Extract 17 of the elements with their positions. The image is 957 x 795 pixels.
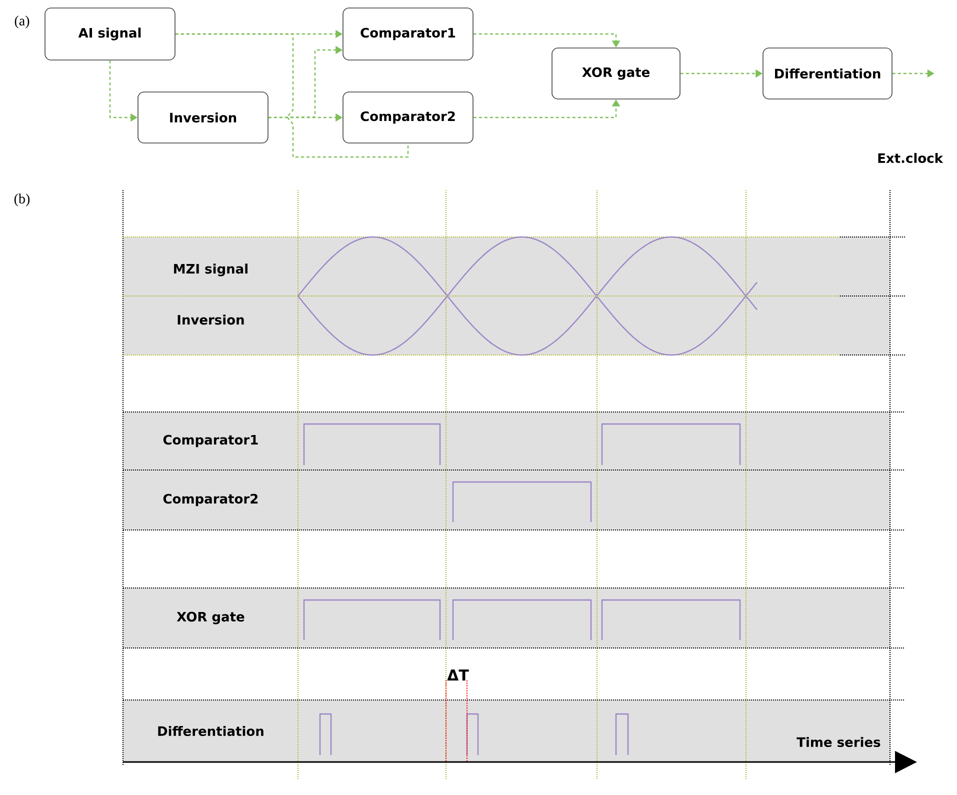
delay-label: ΔT xyxy=(447,670,469,680)
process-box: Differentiation xyxy=(762,48,892,100)
clock-label: Ext.clock xyxy=(878,152,944,164)
process-box: Comparator2 xyxy=(342,92,474,144)
process-box: XOR gate xyxy=(552,48,680,100)
panel-label: (a) xyxy=(14,16,30,28)
signal-band: XOR gate xyxy=(123,588,890,648)
signal-band: MZI signal Inversion xyxy=(123,237,890,355)
process-box: AI signal xyxy=(44,8,176,60)
signal-band: Comparator2 xyxy=(123,470,890,530)
axis-label: Time series xyxy=(796,736,880,748)
panel-label: (b) xyxy=(14,194,30,206)
process-box: Inversion xyxy=(138,92,268,144)
node-label: Comparator1 xyxy=(163,434,258,448)
process-box: Comparator1 xyxy=(342,8,474,60)
signal-band: Comparator1 xyxy=(123,412,890,470)
node-label: Comparator2 xyxy=(163,494,258,506)
